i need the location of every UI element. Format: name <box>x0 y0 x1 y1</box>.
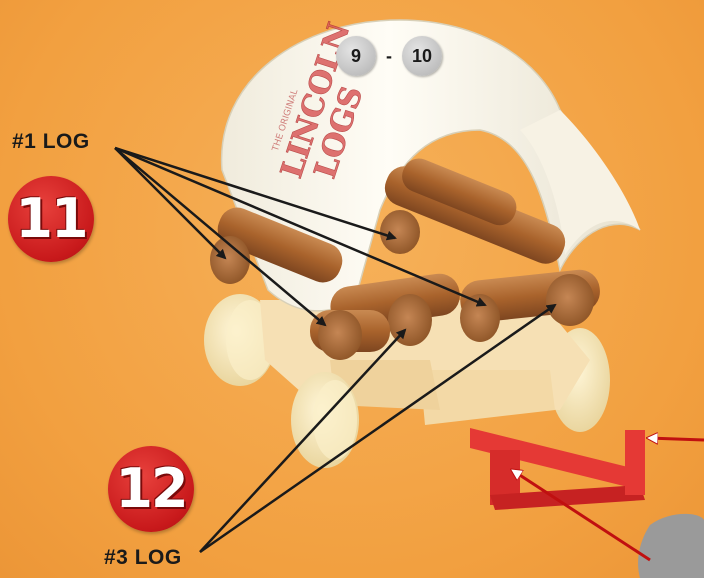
step-badge-12: 12 <box>108 446 194 532</box>
reference-separator: - <box>386 46 392 67</box>
log3-label: #3 LOG <box>104 546 182 570</box>
log1-label: #1 LOG <box>12 130 90 154</box>
step-badge-11: 11 <box>8 176 94 262</box>
reference-step-from: 9 <box>336 36 376 76</box>
wheel-front-left <box>291 372 359 468</box>
corner-rock <box>638 514 704 578</box>
reference-step-to: 10 <box>402 36 442 76</box>
reference-steps: 9 - 10 <box>336 36 442 76</box>
red-hitch <box>470 428 645 510</box>
